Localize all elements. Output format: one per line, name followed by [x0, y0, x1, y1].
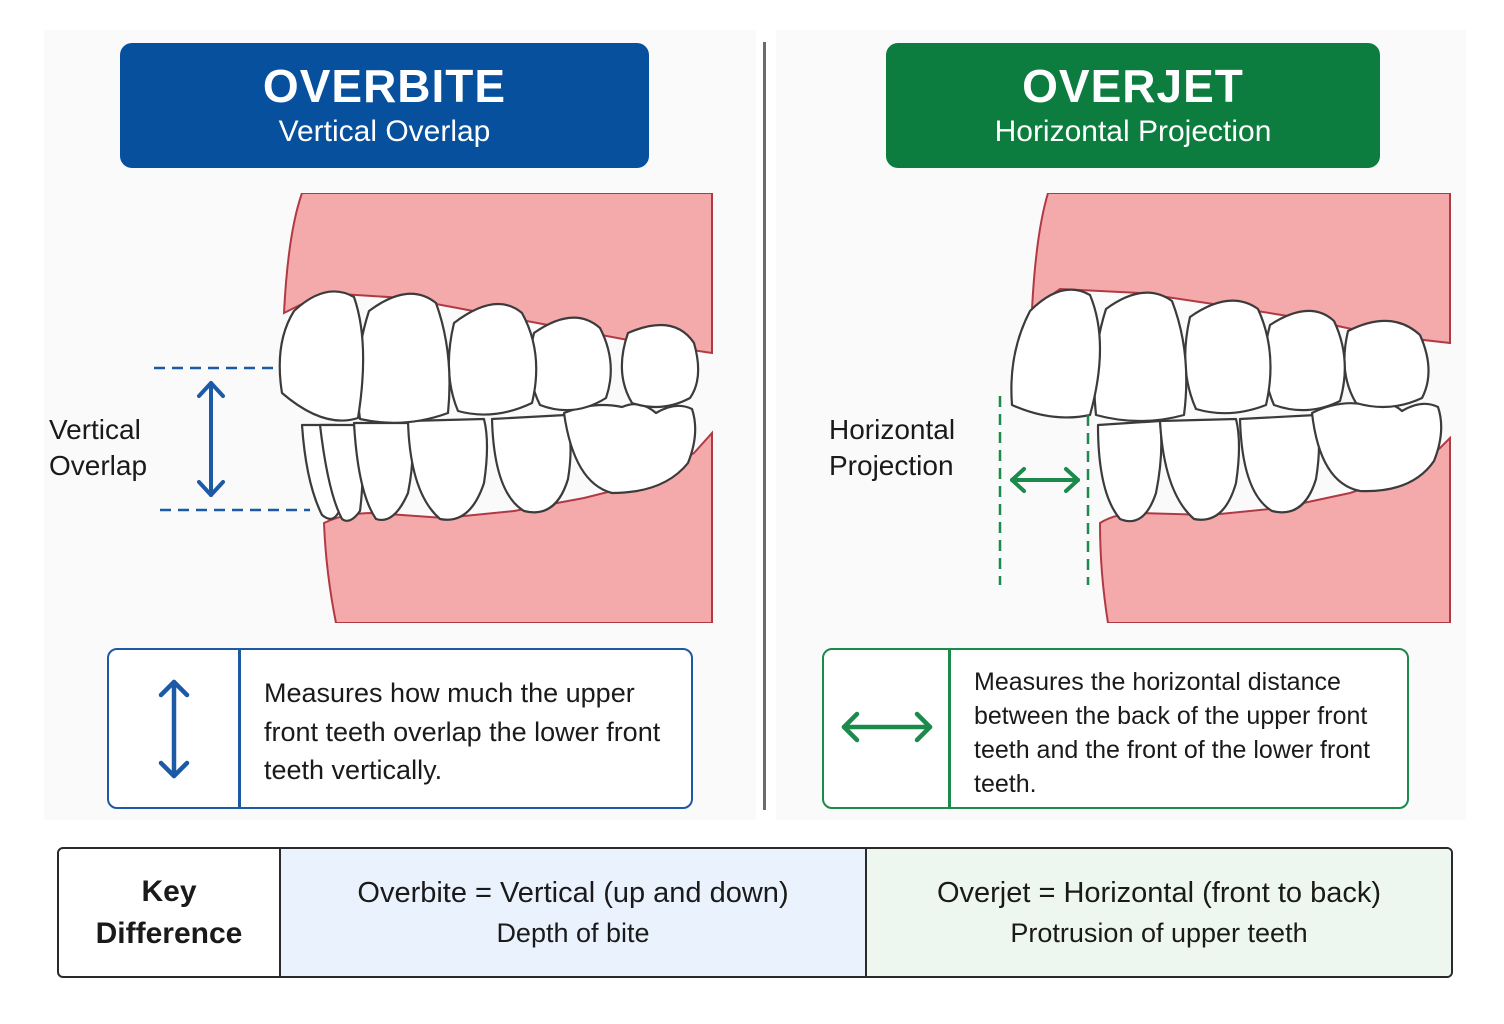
overbite-subtitle: Vertical Overlap	[278, 115, 491, 148]
overbite-teeth-illustration	[154, 193, 713, 623]
horizontal-double-arrow-icon	[841, 711, 933, 743]
key-difference-table: Key Difference Overbite = Vertical (up a…	[57, 847, 1453, 978]
overbite-description-text: Measures how much the upper front teeth …	[264, 678, 661, 785]
key-difference-label: Key Difference	[59, 849, 281, 976]
overbite-header: OVERBITE Vertical Overlap	[120, 43, 649, 168]
overjet-key-main: Overjet = Horizontal (front to back)	[936, 876, 1382, 909]
key-difference-label-line2: Difference	[95, 916, 243, 950]
lower-teeth	[300, 402, 697, 522]
key-difference-overjet-cell: Overjet = Horizontal (front to back) Pro…	[867, 849, 1451, 976]
overbite-description-separator	[238, 650, 241, 807]
overbite-key-main: Overbite = Vertical (up and down)	[357, 876, 789, 909]
key-difference-overbite-cell: Overbite = Vertical (up and down) Depth …	[281, 849, 867, 976]
vertical-overlap-arrow-icon	[197, 381, 225, 497]
overjet-teeth-illustration	[998, 193, 1451, 623]
upper-teeth	[1010, 288, 1430, 423]
overjet-title: OVERJET	[1022, 60, 1244, 112]
center-divider	[763, 42, 766, 810]
overjet-key-sub: Protrusion of upper teeth	[1010, 917, 1308, 948]
vertical-overlap-label-line2: Overlap	[49, 450, 148, 481]
horizontal-projection-label: Horizontal Projection	[829, 412, 955, 484]
overjet-subtitle: Horizontal Projection	[994, 115, 1272, 148]
vertical-overlap-label-line1: Vertical	[49, 414, 141, 445]
overbite-title: OVERBITE	[262, 60, 507, 112]
horizontal-projection-arrow-icon	[1010, 467, 1080, 493]
lower-teeth	[1096, 400, 1443, 523]
overjet-description-box: Measures the horizontal distance between…	[822, 648, 1409, 809]
overbite-description-box: Measures how much the upper front teeth …	[107, 648, 693, 809]
key-difference-label-line1: Key	[141, 874, 197, 908]
upper-teeth	[278, 290, 700, 424]
overjet-description-text: Measures the horizontal distance between…	[974, 668, 1371, 798]
overjet-description-separator	[948, 650, 951, 807]
vertical-double-arrow-icon	[158, 679, 190, 779]
horizontal-projection-label-line2: Projection	[829, 450, 954, 481]
overjet-header: OVERJET Horizontal Projection	[886, 43, 1380, 168]
overbite-key-sub: Depth of bite	[496, 917, 650, 948]
horizontal-projection-label-line1: Horizontal	[829, 414, 956, 445]
vertical-overlap-label: Vertical Overlap	[49, 412, 147, 484]
upper-gum	[1030, 193, 1451, 345]
